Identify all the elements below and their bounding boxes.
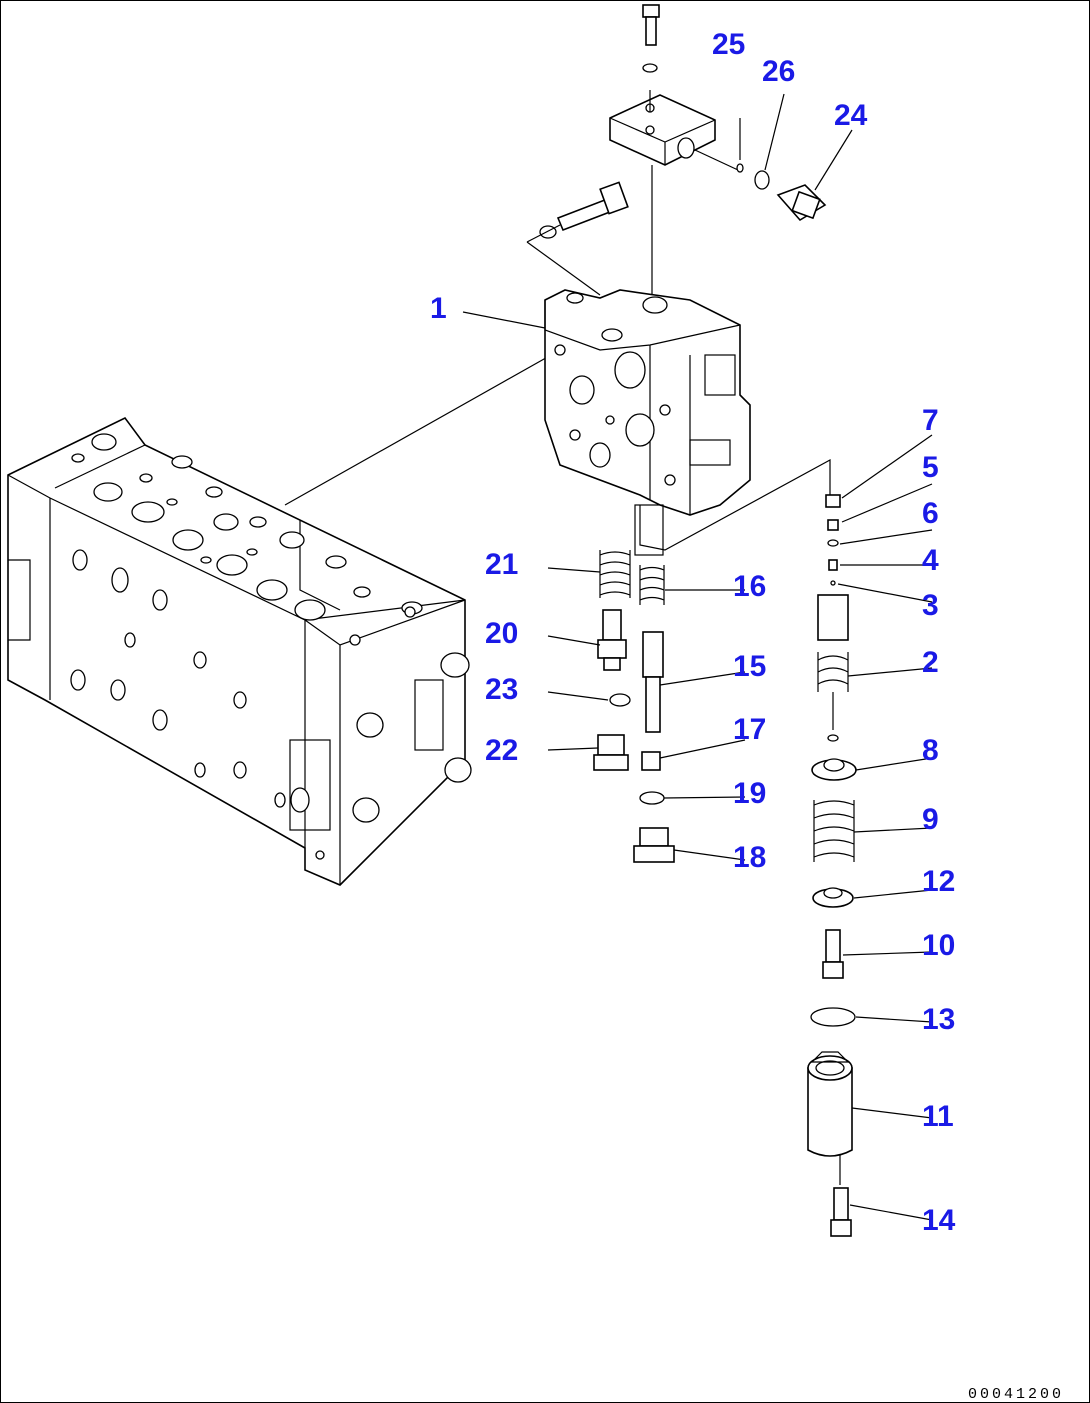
leader-lines <box>462 93 933 1221</box>
part-20-valve <box>597 609 627 671</box>
part-15-spool <box>642 631 664 733</box>
part-12-retainer <box>812 887 854 908</box>
callout-26: 26 <box>762 55 795 88</box>
part-9-spring <box>813 800 855 862</box>
part-7-cap <box>825 494 841 508</box>
leader-body-to-1 <box>284 349 561 506</box>
callout-18: 18 <box>733 841 766 874</box>
callout-11: 11 <box>922 1100 954 1133</box>
part-11-case <box>807 1051 853 1185</box>
part-14-bolt <box>830 1187 852 1237</box>
part-21-spring <box>599 550 631 598</box>
callout-17: 17 <box>733 713 766 746</box>
callout-7: 7 <box>922 404 939 437</box>
callout-1: 1 <box>430 292 447 325</box>
part-3-ball <box>830 580 836 586</box>
valve-end-plugs <box>290 606 472 860</box>
part-4-piston <box>828 559 838 571</box>
callout-24: 24 <box>834 99 868 132</box>
part-17-piston <box>641 751 661 771</box>
part-19-o-ring <box>639 791 665 805</box>
callout-labels: 1 2 3 4 5 6 7 8 9 10 11 12 13 14 15 16 1… <box>430 28 956 1237</box>
callout-9: 9 <box>922 803 939 836</box>
valve-section-part-1 <box>544 289 751 556</box>
callout-13: 13 <box>922 1003 955 1036</box>
valve-port-holes <box>70 433 423 808</box>
callout-15: 15 <box>733 650 766 683</box>
callout-16: 16 <box>733 570 766 603</box>
callout-8: 8 <box>922 734 939 767</box>
callout-3: 3 <box>922 589 939 622</box>
drawing-reference-code: 00041200 <box>968 1386 1064 1403</box>
control-valve-body <box>7 416 472 886</box>
callout-4: 4 <box>922 544 939 577</box>
callout-5: 5 <box>922 451 939 484</box>
callout-12: 12 <box>922 865 955 898</box>
leader-section-to-7 <box>639 458 831 551</box>
part-25-seal <box>736 163 744 173</box>
part-22-plug <box>593 734 629 771</box>
callout-20: 20 <box>485 617 518 650</box>
part-26-o-ring <box>754 170 770 190</box>
cover-plate <box>609 90 739 295</box>
part-16-spring <box>639 565 665 605</box>
callout-14: 14 <box>922 1204 956 1237</box>
part-2-valve <box>817 594 849 742</box>
callout-2: 2 <box>922 646 939 679</box>
top-screw <box>642 4 660 73</box>
part-18-plug <box>633 827 675 863</box>
part-13-o-ring <box>810 1007 856 1027</box>
part-5-spring <box>827 519 839 531</box>
callout-22: 22 <box>485 734 518 767</box>
part-24-sensor <box>776 184 827 222</box>
part-6-ring <box>827 539 839 547</box>
part-23-o-ring <box>609 693 631 707</box>
part-8-retainer <box>811 758 857 781</box>
mounting-bolt <box>526 181 629 296</box>
callout-10: 10 <box>922 929 955 962</box>
callout-23: 23 <box>485 673 518 706</box>
part-10-screw <box>822 929 844 979</box>
callout-19: 19 <box>733 777 766 810</box>
callout-6: 6 <box>922 497 939 530</box>
callout-21: 21 <box>485 548 518 581</box>
callout-25: 25 <box>712 28 745 61</box>
